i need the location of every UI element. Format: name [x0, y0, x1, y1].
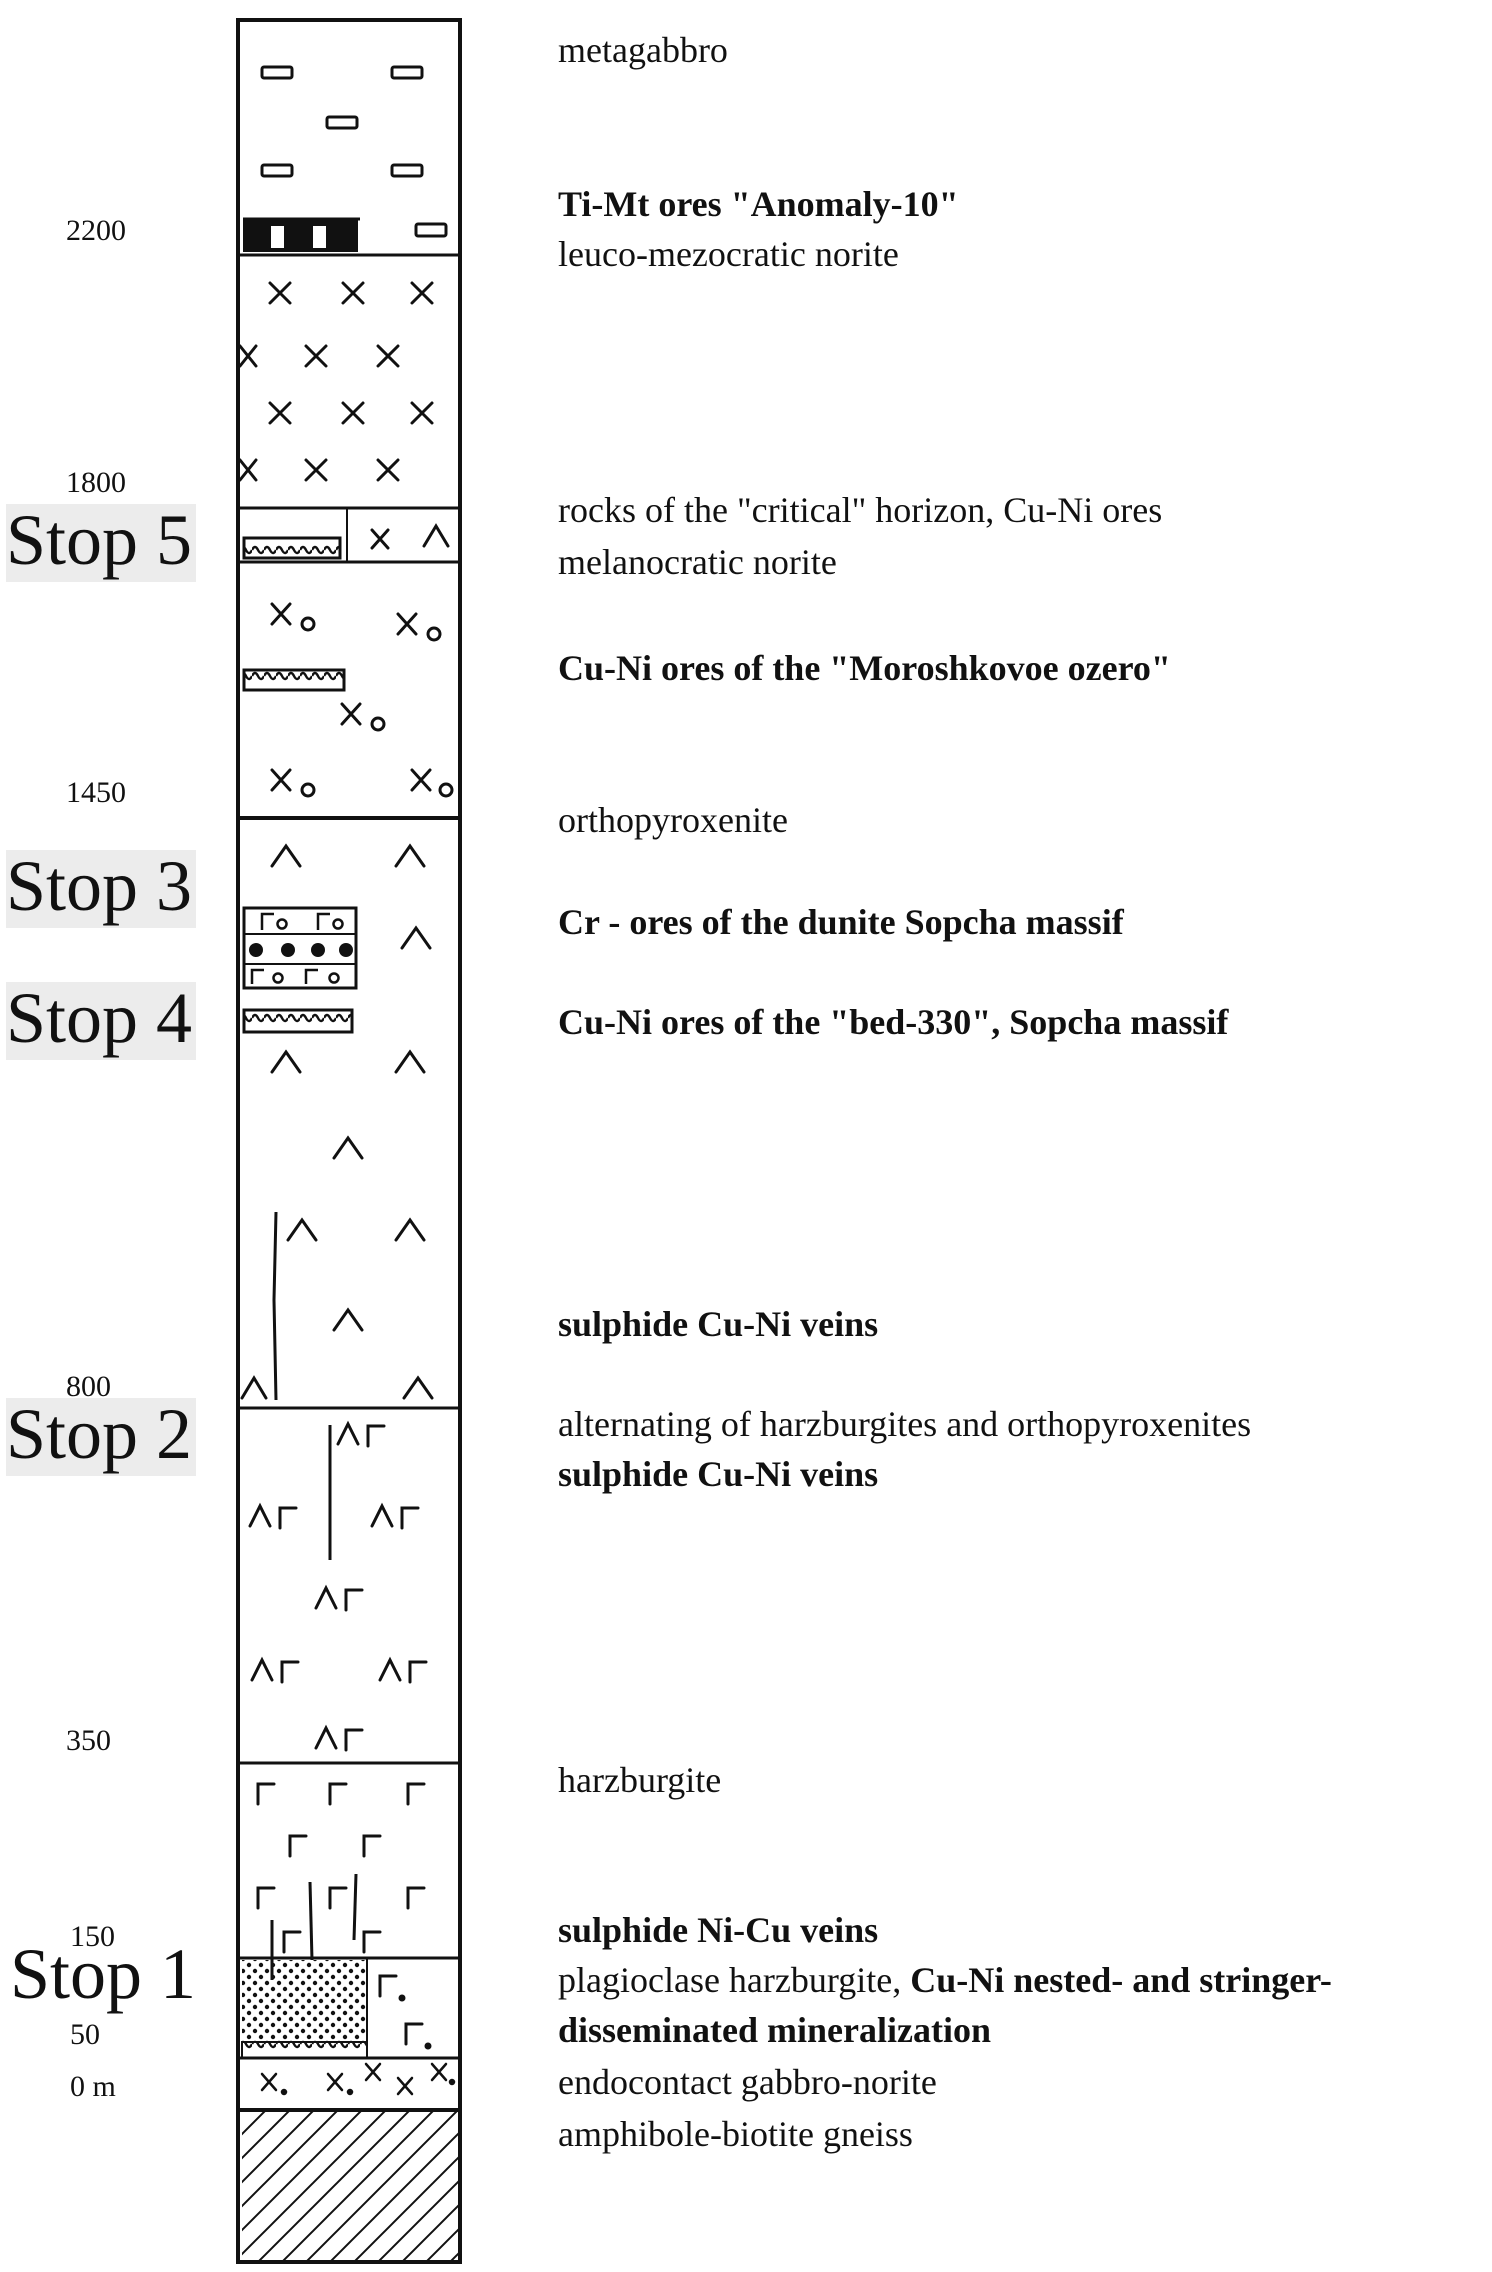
desc-critical-horizon-text: rocks of the "critical" horizon, Cu-Ni o… [558, 490, 1163, 530]
desc-leuco-norite: leuco-mezocratic norite [558, 234, 899, 274]
depth-label-800: 800 [66, 1370, 111, 1403]
moroshkovoe-ore-layer [242, 668, 346, 692]
desc-bed330: Cu-Ni ores of the "bed-330", Sopcha mass… [558, 1002, 1229, 1042]
sulphide-veins-upper [272, 1211, 332, 1560]
depth-label-350: 350 [66, 1724, 111, 1757]
depth-label-150: 150 [70, 1920, 115, 1953]
plagioclase-harzburgite-mineralized [242, 1960, 367, 2042]
stop-4-label: Stop 4 [6, 982, 197, 1060]
desc-gneiss: amphibole-biotite gneiss [558, 2114, 913, 2154]
desc-sulphide-veins-1: sulphide Cu-Ni veins [558, 1304, 879, 1344]
desc-plagioclase: plagioclase harzburgite, Cu-Ni nested- a… [558, 1962, 1332, 1998]
ti-mt-ore-layer [243, 217, 360, 252]
desc-critical-horizon: rocks of the "critical" horizon, Cu-Ni o… [558, 492, 1162, 528]
critical-symbols [370, 523, 450, 550]
stop-1-label: Stop 1 [10, 1934, 197, 2014]
stop-3-label: Stop 3 [6, 850, 197, 928]
depth-label-0: 0 m [70, 2070, 116, 2103]
orthopyroxenite-symbols [240, 843, 434, 1400]
depth-label-50: 50 [70, 2018, 100, 2051]
plagioclase-symbols [378, 1974, 432, 2050]
desc-sulphide-ni-cu: sulphide Ni-Cu veins [558, 1910, 879, 1950]
stop-5-label: Stop 5 [6, 504, 197, 582]
norite-symbols [238, 281, 434, 482]
column-frame [236, 18, 462, 2264]
desc-disseminated: disseminated mineralization [558, 2010, 991, 2050]
depth-label-1450: 1450 [66, 776, 126, 809]
melanocratic-norite-symbols [270, 602, 454, 798]
alternating-symbols [248, 1420, 428, 1752]
desc-metagabbro: metagabbro [558, 30, 728, 70]
desc-sulphide-veins-2: sulphide Cu-Ni veins [558, 1454, 879, 1494]
desc-plagioclase-b: Cu-Ni nested- and stringer- [910, 1960, 1332, 2000]
desc-alternating: alternating of harzburgites and orthopyr… [558, 1404, 1252, 1444]
desc-cr-ores: Cr - ores of the dunite Sopcha massif [558, 902, 1124, 942]
depth-label-1800: 1800 [66, 466, 126, 499]
desc-ti-mt-ores: Ti-Mt ores "Anomaly-10" [558, 184, 959, 224]
gneiss-hatch [242, 2112, 458, 2260]
lower-ore-layer [241, 2041, 368, 2059]
desc-plagioclase-a: plagioclase harzburgite, [558, 1960, 911, 2000]
critical-ore-layer [242, 536, 342, 560]
depth-label-2200: 2200 [66, 214, 126, 247]
harzburgite-symbols [256, 1782, 426, 1954]
desc-orthopyroxenite: orthopyroxenite [558, 800, 788, 840]
desc-melanocratic-norite: melanocratic norite [558, 542, 837, 582]
cr-ore-block [242, 906, 358, 990]
desc-endocontact: endocontact gabbro-norite [558, 2062, 937, 2102]
metagabbro-symbols [260, 65, 448, 238]
desc-harzburgite: harzburgite [558, 1760, 722, 1800]
stop-2-label: Stop 2 [6, 1398, 197, 1476]
desc-moroshkovoe: Cu-Ni ores of the "Moroshkovoe ozero" [558, 648, 1171, 688]
bed330-ore-layer [242, 1008, 354, 1034]
endocontact-symbols [260, 2062, 456, 2096]
